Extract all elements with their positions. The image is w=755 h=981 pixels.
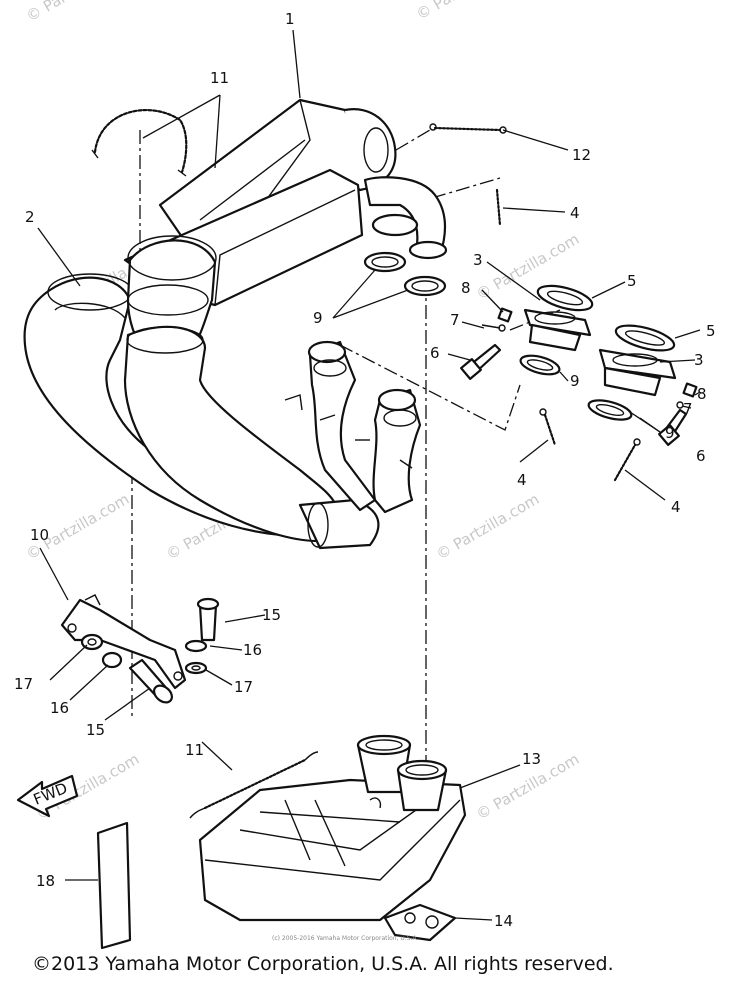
flange-3-right (598, 348, 677, 397)
callout-4-top: 4 (570, 204, 580, 222)
callout-17-upper: 17 (234, 678, 253, 696)
centerlines (131, 129, 561, 760)
washer-7-right (676, 401, 684, 409)
spring-12 (429, 123, 507, 134)
callout-7-right: 7 (683, 400, 693, 418)
bolt-15-lower (128, 658, 173, 704)
watermark: © Partzilla.com (23, 0, 132, 25)
gasket-9-left (519, 354, 561, 376)
callout-13: 13 (522, 750, 541, 768)
footer-copyright: ©2013 Yamaha Motor Corporation, U.S.A. A… (32, 953, 614, 975)
bracket-10 (60, 594, 187, 690)
callout-17-lower: 17 (14, 675, 33, 693)
nut-8-left (497, 307, 513, 323)
callout-12: 12 (572, 146, 591, 164)
callout-4-right: 4 (671, 498, 681, 516)
spring-4-top (495, 188, 502, 227)
spring-11-lower (189, 751, 319, 819)
callout-9-right: 9 (665, 424, 675, 442)
callout-10: 10 (30, 526, 49, 544)
flange-3-left (523, 308, 592, 352)
callout-14: 14 (494, 912, 513, 930)
callout-6-left: 6 (430, 344, 440, 362)
leader-lines (37, 29, 701, 921)
bolt-15-upper (196, 597, 220, 642)
exhaust-pipe-inner (123, 235, 380, 550)
nut-8-right (682, 382, 698, 398)
spring-4-right (613, 438, 641, 482)
header-pipes (284, 340, 422, 514)
bolt-6-right (658, 408, 688, 446)
watermark: © Partzilla.com (413, 0, 522, 23)
watermark: © Partzilla.com (433, 490, 542, 563)
callout-15-lower: 15 (86, 721, 105, 739)
callout-11-upper: 11 (210, 69, 229, 87)
callout-6-right: 6 (696, 447, 706, 465)
plate-18 (96, 821, 132, 950)
callout-16-lower: 16 (50, 699, 69, 717)
callout-11-lower: 11 (185, 741, 204, 759)
callout-8-left: 8 (461, 279, 471, 297)
callout-5-left: 5 (627, 272, 637, 290)
gasket-9-right (587, 399, 633, 421)
callout-labels: 1 11 2 12 4 3 5 8 5 9 7 6 3 9 8 7 9 6 4 … (14, 10, 716, 930)
callout-3-right: 3 (694, 351, 704, 369)
callout-15-upper: 15 (262, 606, 281, 624)
joint-5-right (614, 324, 676, 352)
callout-2: 2 (25, 208, 35, 226)
callout-18: 18 (36, 872, 55, 890)
callout-9-top: 9 (313, 309, 323, 327)
callout-8-right: 8 (697, 385, 707, 403)
callout-3-left: 3 (473, 251, 483, 269)
callout-9-mid: 9 (570, 372, 580, 390)
damper-14 (383, 903, 457, 942)
washer-17-upper (184, 661, 208, 675)
callout-1: 1 (285, 10, 295, 28)
washer-16-upper (184, 639, 208, 653)
callout-4-mid: 4 (517, 471, 527, 489)
washer-16-lower (101, 651, 123, 669)
spring-4-mid (539, 408, 557, 447)
callout-16-upper: 16 (243, 641, 262, 659)
small-copyright: (c) 2005-2016 Yamaha Motor Corporation, … (272, 935, 418, 942)
fwd-arrow: FWD (16, 774, 79, 818)
washer-7-left (481, 324, 506, 332)
silencer-13 (198, 734, 467, 922)
callout-5-right: 5 (706, 322, 716, 340)
elbow-pipe (363, 176, 448, 297)
joint-5-left (536, 284, 594, 312)
bolt-6-left (460, 343, 502, 380)
callout-7-left: 7 (450, 311, 460, 329)
